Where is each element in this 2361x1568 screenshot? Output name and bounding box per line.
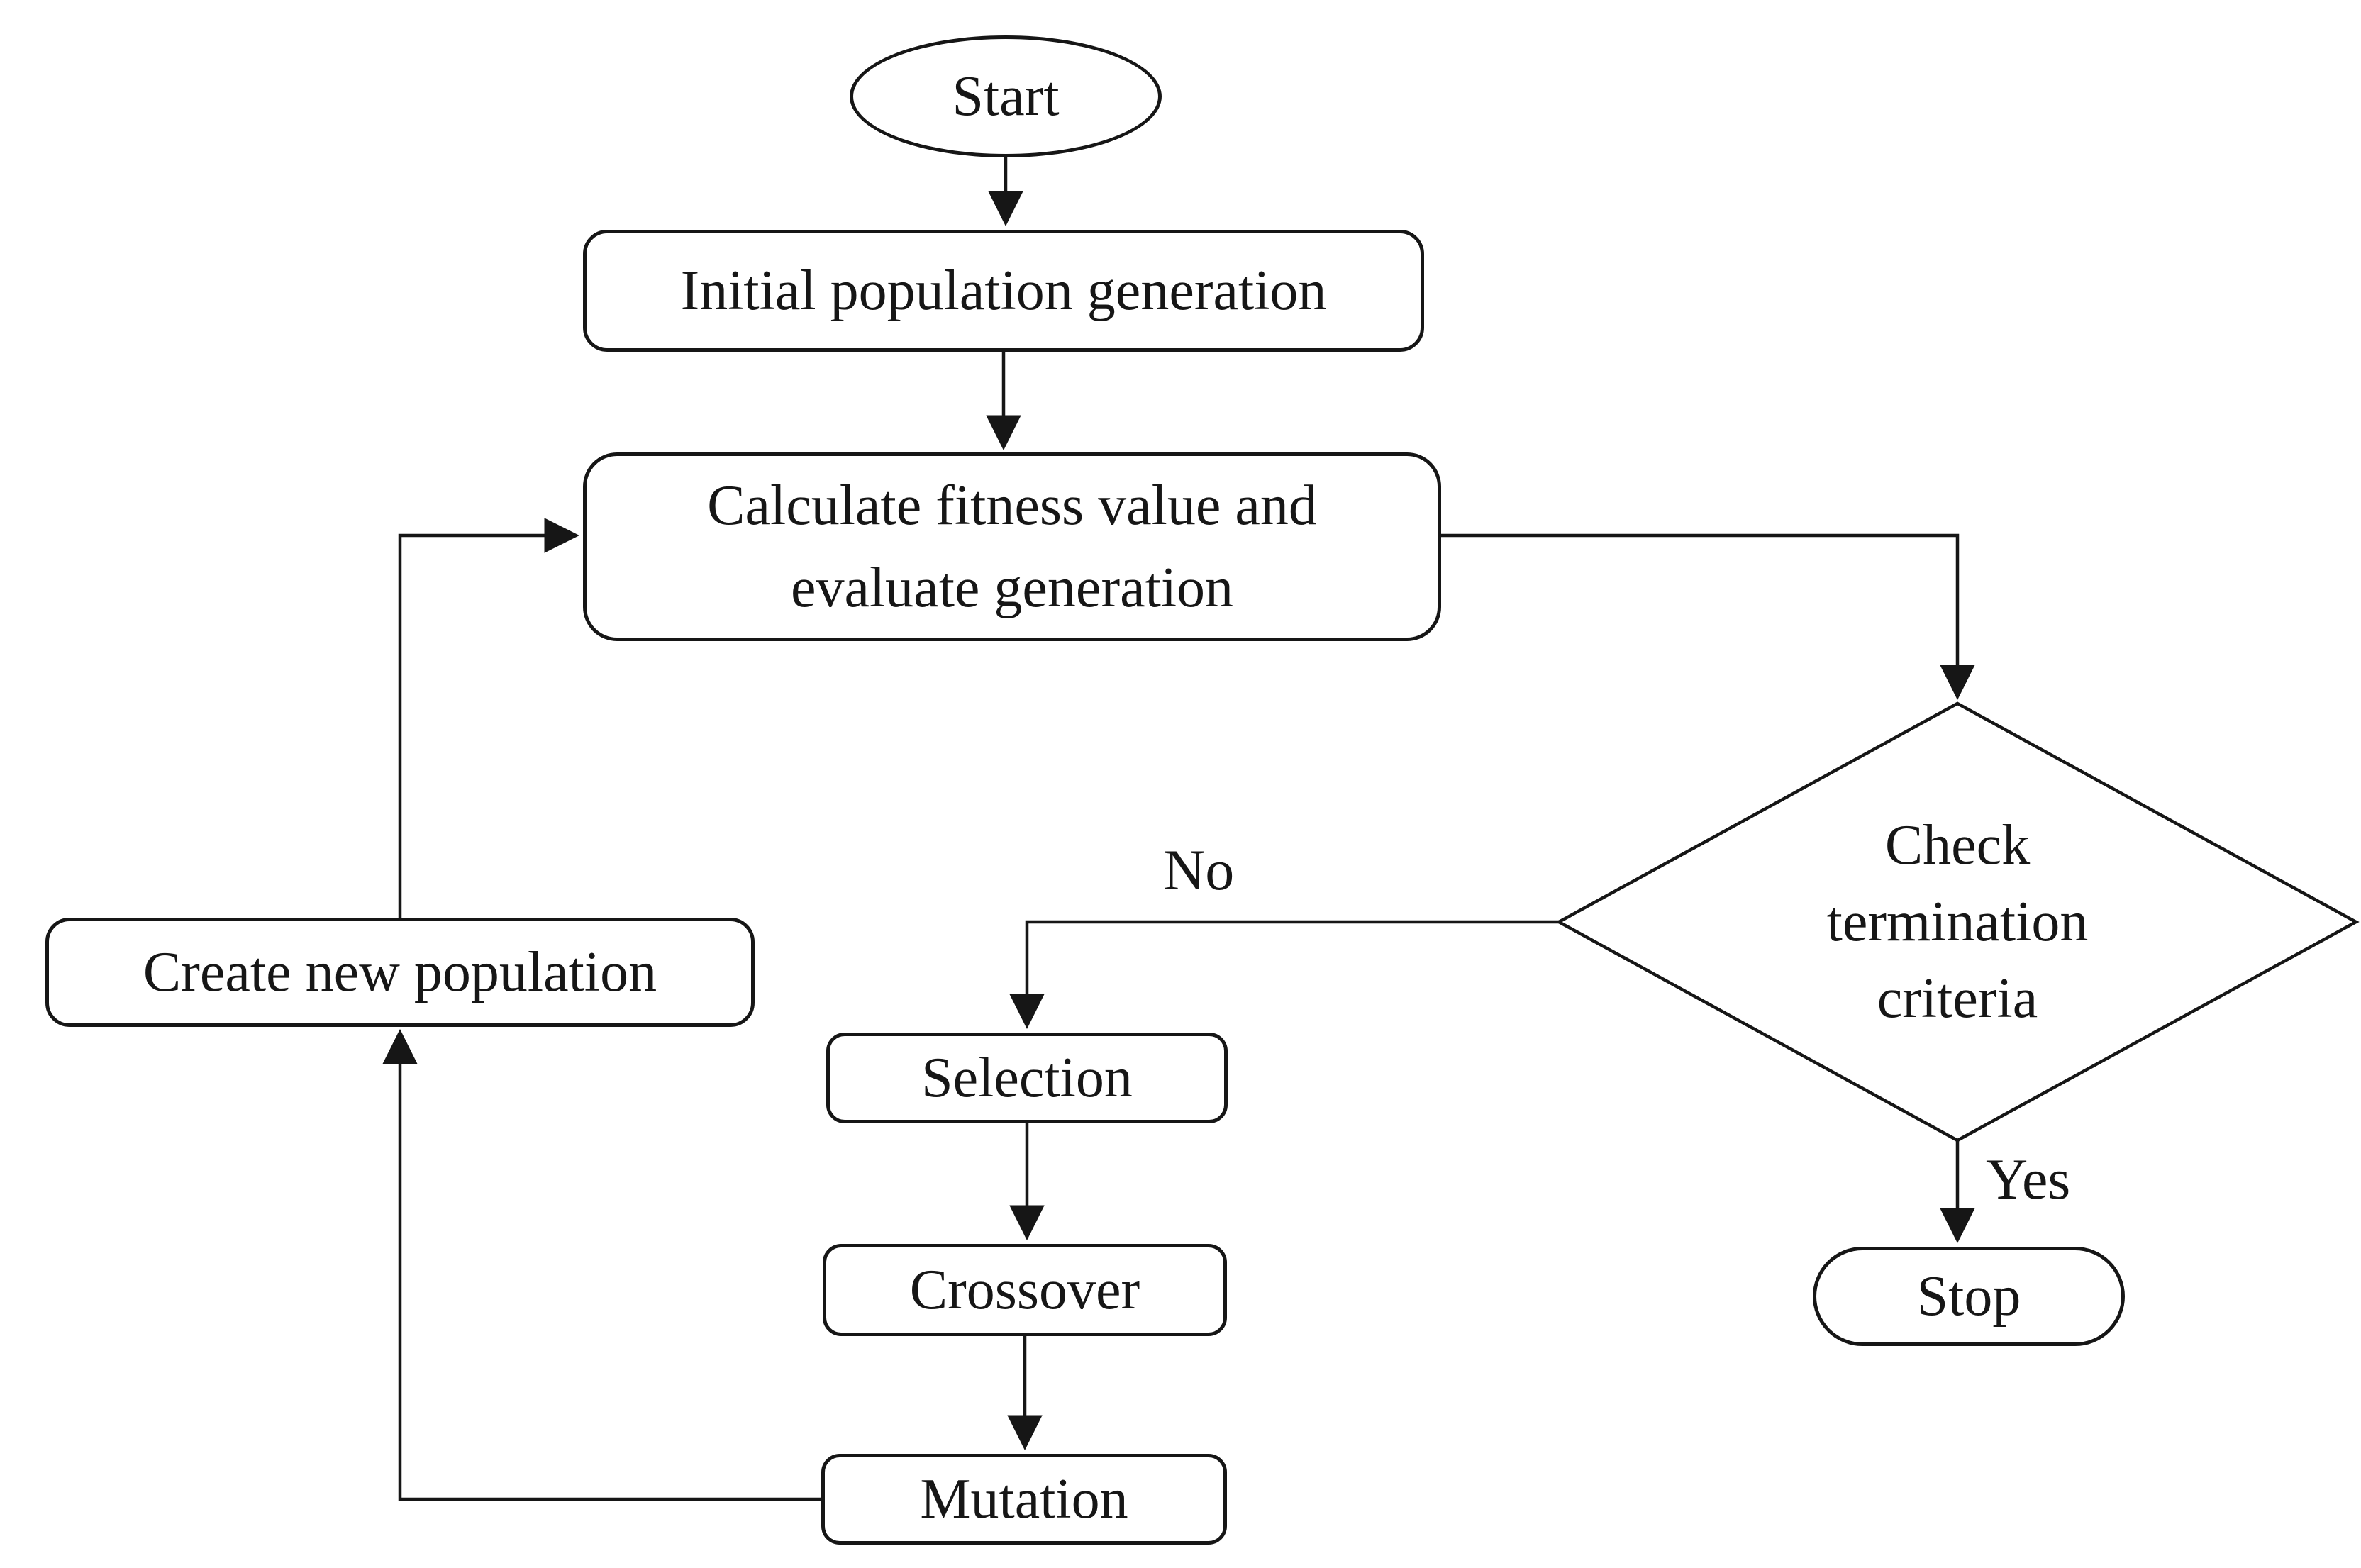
decision-diamond-shape (1555, 701, 2360, 1142)
node-crossover: Crossover (823, 1244, 1227, 1336)
node-stop: Stop (1813, 1247, 2125, 1346)
edge-calculate-to-diamond (1441, 533, 1975, 700)
node-initial-population: Initial population generation (583, 230, 1424, 352)
node-crossover-label: Crossover (909, 1259, 1140, 1321)
node-calculate-fitness: Calculate fitness value and evaluate gen… (583, 452, 1441, 641)
node-selection: Selection (826, 1033, 1228, 1123)
calculate-fitness-line-1: Calculate fitness value and (707, 474, 1317, 537)
node-start-label: Start (952, 65, 1060, 128)
calculate-fitness-line-2: evaluate generation (790, 557, 1234, 619)
edge-create-to-calculate (398, 518, 579, 918)
node-create-new-population: Create new population (45, 918, 755, 1027)
node-start: Start (850, 35, 1162, 157)
edge-label-yes: Yes (1986, 1147, 2071, 1211)
node-create-new-population-label: Create new population (143, 941, 657, 1003)
edge-mutation-to-create (382, 1029, 821, 1501)
node-mutation-label: Mutation (920, 1468, 1128, 1530)
edge-label-no: No (1163, 838, 1235, 902)
node-initial-population-label: Initial population generation (680, 260, 1327, 322)
node-check-termination-label: Check termination criteria (1716, 773, 2199, 1071)
edge-diamond-no-to-selection (1009, 920, 1559, 1029)
node-stop-label: Stop (1916, 1265, 2021, 1328)
node-mutation: Mutation (821, 1454, 1227, 1545)
check-termination-line-1: Check (1884, 814, 2031, 877)
node-selection-label: Selection (921, 1047, 1133, 1109)
node-calculate-fitness-label: Calculate fitness value and evaluate gen… (707, 465, 1317, 629)
check-termination-line-2: termination (1826, 891, 2089, 953)
check-termination-line-3: criteria (1877, 967, 2038, 1030)
